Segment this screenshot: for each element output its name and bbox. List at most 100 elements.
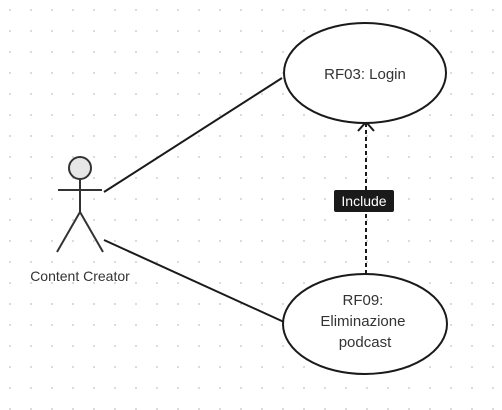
grid-dot [345, 135, 347, 137]
use-case-elimination-line-2: Eliminazione [320, 313, 405, 330]
use-case-login-ellipse[interactable] [283, 22, 447, 124]
grid-dot [177, 366, 179, 368]
grid-dot [93, 72, 95, 74]
grid-dot [135, 261, 137, 263]
grid-dot [219, 345, 221, 347]
grid-dot [240, 51, 242, 53]
grid-dot [30, 93, 32, 95]
grid-dot [156, 303, 158, 305]
grid-dot [240, 240, 242, 242]
grid-dot [450, 240, 452, 242]
grid-dot [93, 177, 95, 179]
grid-dot [429, 366, 431, 368]
actor-content-creator[interactable]: Content Creator [30, 156, 130, 284]
grid-dot [324, 177, 326, 179]
grid-dot [240, 282, 242, 284]
grid-dot [303, 135, 305, 137]
grid-dot [471, 30, 473, 32]
grid-dot [261, 345, 263, 347]
grid-dot [261, 135, 263, 137]
grid-dot [240, 261, 242, 263]
grid-dot [450, 324, 452, 326]
grid-dot [303, 366, 305, 368]
grid-dot [282, 261, 284, 263]
grid-dot [93, 345, 95, 347]
grid-dot [366, 9, 368, 11]
grid-dot [492, 156, 494, 158]
grid-dot [471, 198, 473, 200]
grid-dot [219, 387, 221, 389]
grid-dot [450, 93, 452, 95]
grid-dot [492, 93, 494, 95]
grid-dot [198, 93, 200, 95]
grid-dot [114, 93, 116, 95]
grid-dot [492, 261, 494, 263]
grid-dot [261, 93, 263, 95]
grid-dot [471, 156, 473, 158]
grid-dot [303, 9, 305, 11]
grid-dot [387, 240, 389, 242]
grid-dot [72, 51, 74, 53]
grid-dot [156, 9, 158, 11]
grid-dot [177, 156, 179, 158]
grid-dot [345, 240, 347, 242]
grid-dot [387, 261, 389, 263]
grid-dot [345, 156, 347, 158]
grid-dot [51, 324, 53, 326]
use-case-elimination-line-3: podcast [339, 334, 392, 351]
grid-dot [471, 387, 473, 389]
grid-dot [9, 114, 11, 116]
grid-dot [492, 114, 494, 116]
grid-dot [9, 93, 11, 95]
grid-dot [303, 198, 305, 200]
grid-dot [198, 72, 200, 74]
grid-dot [114, 198, 116, 200]
grid-dot [156, 177, 158, 179]
grid-dot [387, 135, 389, 137]
grid-dot [9, 30, 11, 32]
grid-dot [450, 387, 452, 389]
grid-dot [450, 114, 452, 116]
grid-dot [429, 9, 431, 11]
grid-dot [387, 219, 389, 221]
grid-dot [156, 240, 158, 242]
use-case-login[interactable]: RF03: Login [283, 22, 447, 124]
grid-dot [51, 51, 53, 53]
grid-dot [93, 303, 95, 305]
grid-dot [282, 30, 284, 32]
use-case-elimination-ellipse[interactable] [282, 273, 448, 375]
grid-dot [219, 156, 221, 158]
grid-dot [219, 9, 221, 11]
grid-dot [471, 282, 473, 284]
grid-dot [261, 72, 263, 74]
include-relation[interactable]: Include [334, 120, 394, 274]
grid-dot [72, 93, 74, 95]
grid-dot [303, 219, 305, 221]
grid-dot [135, 219, 137, 221]
grid-dot [408, 177, 410, 179]
grid-dot [408, 9, 410, 11]
grid-dot [240, 324, 242, 326]
grid-dot [240, 114, 242, 116]
grid-dot [219, 30, 221, 32]
use-case-elimination[interactable]: RF09: Eliminazione podcast [282, 273, 448, 375]
grid-dot [51, 282, 53, 284]
grid-dot [219, 114, 221, 116]
grid-dot [471, 345, 473, 347]
grid-dot [9, 303, 11, 305]
grid-dot [135, 135, 137, 137]
grid-dot [240, 30, 242, 32]
grid-dot [429, 30, 431, 32]
grid-dot [471, 219, 473, 221]
grid-dot [261, 387, 263, 389]
grid-dot [219, 93, 221, 95]
grid-dot [177, 198, 179, 200]
grid-dot [30, 72, 32, 74]
grid-dot [219, 324, 221, 326]
grid-dot [219, 135, 221, 137]
grid-dot [51, 156, 53, 158]
grid-dot [177, 261, 179, 263]
association-line-login[interactable] [103, 77, 283, 193]
association-line-elimination[interactable] [103, 239, 285, 323]
